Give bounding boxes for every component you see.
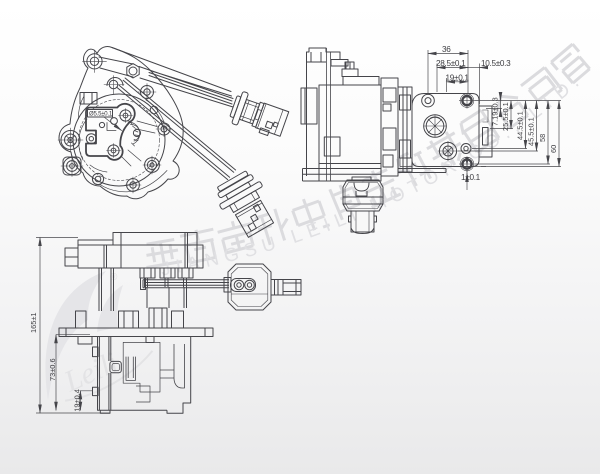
svg-text:1±0.1: 1±0.1: [461, 173, 481, 182]
svg-text:165±1: 165±1: [29, 313, 38, 334]
svg-text:19±0.4: 19±0.4: [72, 389, 81, 412]
svg-text:7.19±0.3: 7.19±0.3: [491, 97, 500, 126]
svg-text:45.5±0.1: 45.5±0.1: [527, 117, 536, 146]
svg-text:60: 60: [549, 145, 558, 153]
svg-text:19±0.1: 19±0.1: [446, 73, 470, 82]
svg-text:28.5±0.1: 28.5±0.1: [436, 59, 466, 68]
svg-text:10.5±0.3: 10.5±0.3: [481, 59, 511, 68]
svg-text:36: 36: [442, 45, 451, 54]
svg-text:73±0.6: 73±0.6: [48, 358, 57, 381]
svg-text:44.5±0.1: 44.5±0.1: [516, 111, 525, 140]
svg-text:Ø5.5±0.1: Ø5.5±0.1: [89, 112, 113, 118]
svg-text:25.5±0.1: 25.5±0.1: [501, 102, 510, 131]
svg-text:58: 58: [538, 134, 547, 142]
